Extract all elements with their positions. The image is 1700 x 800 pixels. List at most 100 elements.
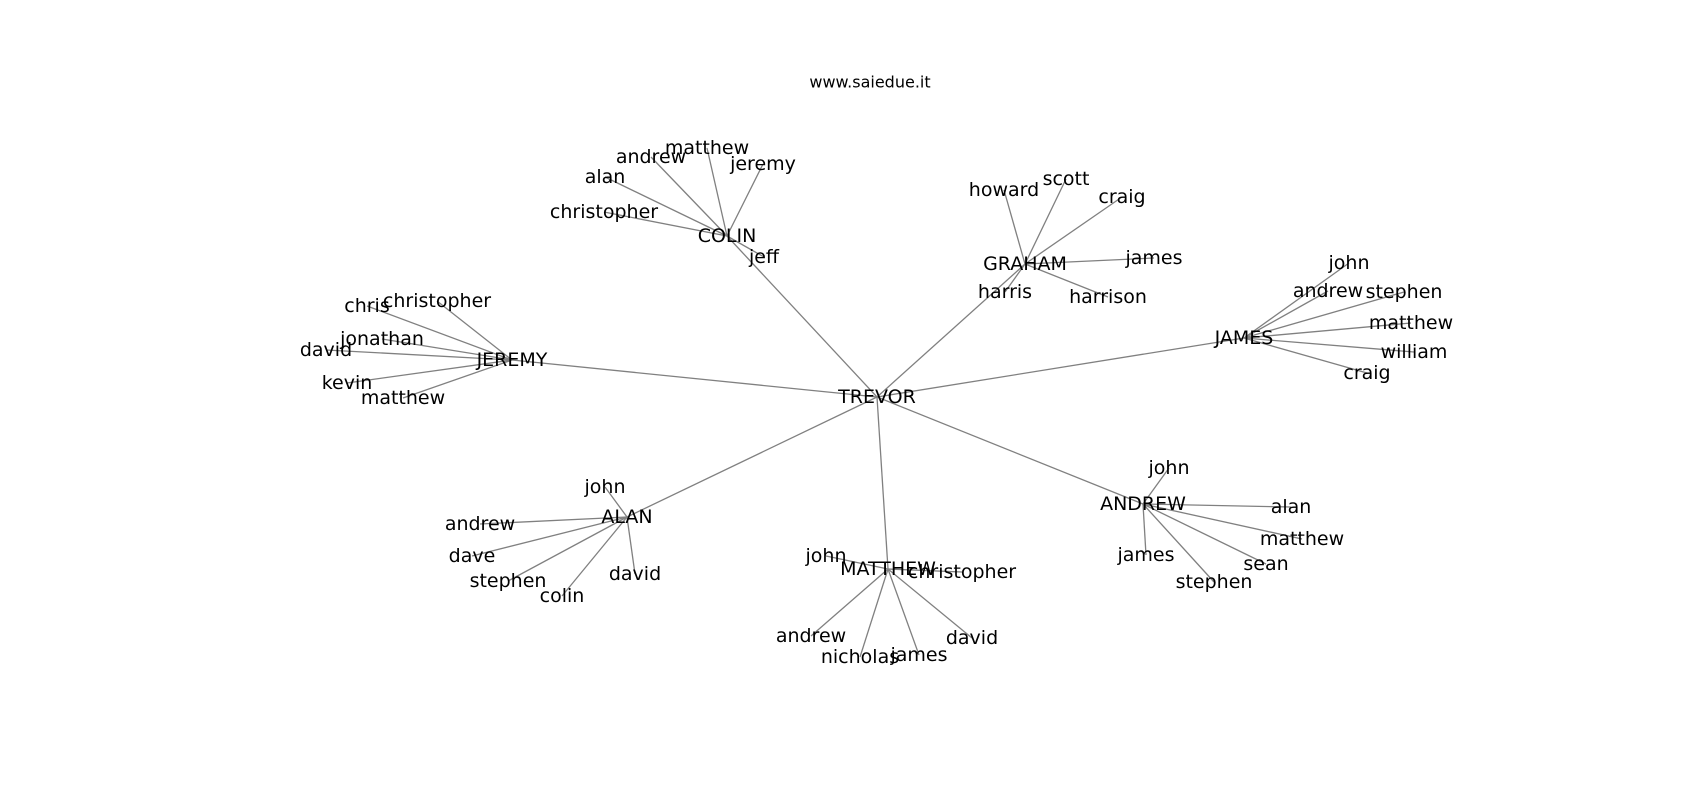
- edge-andrew-sean: [1142, 503, 1267, 565]
- leaf-node-colin-matthew: matthew: [665, 137, 749, 159]
- edge-matthew-andrew: [810, 568, 889, 637]
- edge-andrew-stephen: [1142, 503, 1215, 583]
- leaf-node-graham-harrison: harrison: [1069, 286, 1147, 308]
- edge-root-colin: [726, 235, 878, 398]
- edge-jeremy-jonathan: [381, 338, 513, 361]
- edge-graham-scott: [1024, 178, 1067, 265]
- leaf-node-matthew-david: david: [946, 627, 998, 649]
- leaf-node-matthew-andrew: andrew: [776, 625, 846, 647]
- leaf-node-andrew-sean: sean: [1243, 553, 1288, 575]
- leaf-node-james-matthew: matthew: [1369, 312, 1453, 334]
- group-node-alan: ALAN: [601, 506, 652, 528]
- leaf-node-alan-dave: dave: [449, 545, 496, 567]
- leaf-node-james-william: william: [1381, 341, 1448, 363]
- leaf-node-colin-jeff: jeff: [748, 246, 780, 268]
- edge-james-craig: [1243, 337, 1368, 374]
- edge-matthew-james: [887, 568, 920, 656]
- edge-alan-colin: [561, 516, 628, 597]
- leaf-node-andrew-alan: alan: [1271, 496, 1312, 518]
- leaf-node-james-john: john: [1328, 252, 1370, 274]
- leaf-node-alan-andrew: andrew: [445, 513, 515, 535]
- edge-andrew-matthew: [1142, 503, 1303, 540]
- leaf-node-graham-howard: howard: [969, 179, 1039, 201]
- leaf-node-andrew-matthew: matthew: [1260, 528, 1344, 550]
- edge-root-andrew: [876, 396, 1144, 505]
- edge-root-graham: [876, 263, 1026, 398]
- edge-alan-stephen: [507, 516, 628, 582]
- leaf-node-jeremy-kevin: kevin: [322, 372, 373, 394]
- edge-colin-jeff: [726, 235, 765, 258]
- leaf-node-james-andrew: andrew: [1293, 280, 1363, 302]
- edge-andrew-alan: [1142, 503, 1292, 508]
- leaf-node-andrew-james: james: [1116, 544, 1174, 566]
- leaf-node-jeremy-christopher: christopher: [383, 290, 491, 312]
- leaf-node-colin-christopher: christopher: [550, 201, 658, 223]
- edge-jeremy-matthew: [402, 359, 513, 399]
- edge-graham-craig: [1024, 196, 1123, 265]
- leaf-node-alan-stephen: stephen: [470, 570, 547, 592]
- edge-james-william: [1243, 337, 1415, 353]
- edge-alan-dave: [471, 516, 628, 557]
- leaf-node-graham-james: james: [1124, 247, 1182, 269]
- edge-graham-howard: [1003, 189, 1026, 265]
- edge-graham-harris: [1004, 263, 1026, 293]
- edge-alan-david: [626, 516, 636, 575]
- edge-james-matthew: [1243, 322, 1412, 339]
- group-node-james: JAMES: [1214, 327, 1274, 349]
- leaf-node-matthew-nicholas: nicholas: [821, 646, 899, 668]
- leaf-node-matthew-john: john: [805, 545, 847, 567]
- diagram-title: www.saiedue.it: [809, 73, 930, 92]
- group-node-colin: COLIN: [698, 225, 757, 247]
- leaf-node-jeremy-david: david: [300, 339, 352, 361]
- leaf-node-alan-john: john: [584, 476, 626, 498]
- group-node-matthew: MATTHEW: [840, 558, 936, 580]
- leaf-node-colin-jeremy: jeremy: [729, 153, 796, 175]
- edge-jeremy-kevin: [346, 359, 513, 384]
- leaf-node-jeremy-chris: chris: [344, 295, 389, 317]
- edge-matthew-david: [887, 568, 973, 639]
- leaf-node-colin-andrew: andrew: [616, 146, 686, 168]
- edge-colin-jeremy: [726, 163, 764, 237]
- leaf-node-james-stephen: stephen: [1366, 281, 1443, 303]
- edge-colin-andrew: [650, 156, 728, 237]
- group-node-graham: GRAHAM: [983, 253, 1067, 275]
- leaf-node-matthew-james: james: [889, 644, 947, 666]
- edge-jeremy-chris: [366, 305, 513, 361]
- edge-root-james: [876, 337, 1245, 398]
- edge-andrew-john: [1142, 467, 1170, 505]
- edge-colin-matthew: [706, 147, 728, 237]
- edge-andrew-james: [1142, 503, 1147, 556]
- leaf-node-andrew-john: john: [1148, 457, 1190, 479]
- edge-jeremy-christopher: [436, 300, 513, 361]
- leaf-node-alan-david: david: [609, 563, 661, 585]
- edge-james-john: [1243, 262, 1350, 339]
- leaf-node-graham-scott: scott: [1043, 168, 1090, 190]
- edge-colin-christopher: [603, 211, 728, 237]
- group-node-jeremy: JEREMY: [476, 349, 548, 371]
- leaf-node-graham-craig: craig: [1098, 186, 1145, 208]
- group-node-andrew: ANDREW: [1100, 493, 1186, 515]
- edge-graham-harrison: [1024, 263, 1109, 298]
- leaf-node-graham-harris: harris: [978, 281, 1032, 303]
- edge-james-andrew: [1243, 290, 1329, 339]
- leaf-node-alan-colin: colin: [540, 585, 585, 607]
- leaf-node-andrew-stephen: stephen: [1176, 571, 1253, 593]
- root-node-label: TREVOR: [837, 386, 916, 408]
- edge-alan-john: [604, 486, 628, 518]
- edge-colin-alan: [604, 176, 728, 237]
- edge-root-matthew: [876, 396, 889, 570]
- leaf-node-jeremy-matthew: matthew: [361, 387, 445, 409]
- leaf-node-colin-alan: alan: [585, 166, 626, 188]
- edge-matthew-nicholas: [859, 568, 889, 658]
- edge-james-stephen: [1243, 291, 1405, 339]
- edge-alan-andrew: [479, 516, 628, 525]
- leaf-node-james-craig: craig: [1343, 362, 1390, 384]
- edge-jeremy-david: [325, 349, 513, 361]
- leaf-node-jeremy-jonathan: jonathan: [339, 328, 424, 350]
- edge-layer: [325, 147, 1415, 658]
- edge-matthew-christopher: [887, 568, 963, 573]
- edge-matthew-john: [825, 555, 889, 570]
- edge-root-alan: [626, 396, 878, 518]
